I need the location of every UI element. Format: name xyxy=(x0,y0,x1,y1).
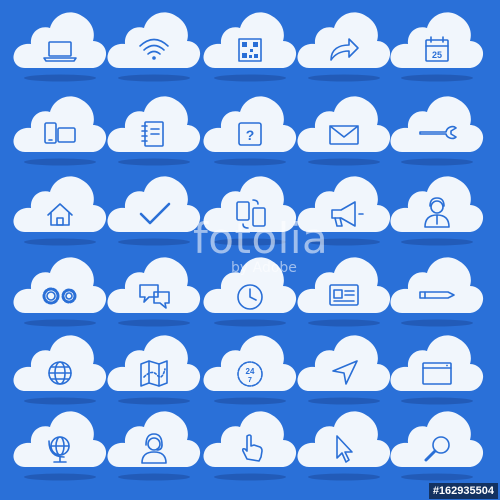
globe-stand-icon xyxy=(48,436,70,463)
cloud-map xyxy=(107,325,201,407)
cloud-pencil xyxy=(390,247,484,329)
globe-icon xyxy=(48,361,72,385)
wifi-icon xyxy=(139,38,169,60)
calendar-icon: 25 xyxy=(425,36,449,62)
cloud-help: ? xyxy=(203,86,297,168)
clock-icon xyxy=(237,284,263,310)
cloud-wifi xyxy=(107,2,201,84)
cloud-megaphone xyxy=(297,166,391,248)
cloud-globe xyxy=(13,325,107,407)
stock-id-label: #162935504 xyxy=(428,483,498,499)
search-icon xyxy=(424,436,450,462)
cloud-chat xyxy=(107,247,201,329)
cursor-arrow-icon xyxy=(332,360,358,385)
cloud-sync-devices xyxy=(203,166,297,248)
hand-pointer-icon xyxy=(241,434,263,462)
svg-text:?: ? xyxy=(246,127,255,143)
wrench-icon xyxy=(419,125,457,140)
cloud-mail xyxy=(297,86,391,168)
cloud-mouse-pointer xyxy=(297,401,391,483)
cloud-gears xyxy=(13,247,107,329)
notebook-icon xyxy=(141,121,164,147)
help-icon: ? xyxy=(238,122,262,146)
cloud-devices xyxy=(13,86,107,168)
cloud-hand-pointer xyxy=(203,401,297,483)
cloud-laptop xyxy=(13,2,107,84)
cloud-share-arrow xyxy=(297,2,391,84)
browser-window-icon xyxy=(422,362,452,385)
share-arrow-icon xyxy=(330,38,359,61)
cloud-globe-stand xyxy=(13,401,107,483)
gears-icon xyxy=(42,287,77,305)
id-card-icon xyxy=(329,284,359,306)
support-user-icon xyxy=(424,197,450,228)
cloud-checkmark xyxy=(107,166,201,248)
cloud-calendar: 25 xyxy=(390,2,484,84)
megaphone-icon xyxy=(331,201,364,227)
cloud-support-user xyxy=(390,166,484,248)
mouse-pointer-icon xyxy=(336,435,353,463)
laptop-icon xyxy=(43,41,77,62)
cloud-id-card xyxy=(297,247,391,329)
cloud-browser-window xyxy=(390,325,484,407)
operator-icon xyxy=(141,433,167,464)
service-24-7-icon: 247 xyxy=(237,361,263,387)
cloud-qr-code xyxy=(203,2,297,84)
cloud-notebook xyxy=(107,86,201,168)
cloud-search xyxy=(390,401,484,483)
pencil-icon xyxy=(419,291,455,299)
cloud-wrench xyxy=(390,86,484,168)
mail-icon xyxy=(329,125,359,145)
chat-icon xyxy=(139,284,170,309)
qr-code-icon xyxy=(238,38,262,62)
svg-text:25: 25 xyxy=(432,50,442,60)
cloud-home xyxy=(13,166,107,248)
cloud-operator xyxy=(107,401,201,483)
checkmark-icon xyxy=(139,202,171,225)
svg-text:7: 7 xyxy=(248,377,252,384)
cloud-clock xyxy=(203,247,297,329)
cloud-cursor-arrow xyxy=(297,325,391,407)
map-icon xyxy=(140,360,168,387)
devices-icon xyxy=(44,122,76,144)
sync-devices-icon xyxy=(236,199,266,229)
svg-text:24: 24 xyxy=(246,367,255,376)
home-icon xyxy=(47,203,73,226)
